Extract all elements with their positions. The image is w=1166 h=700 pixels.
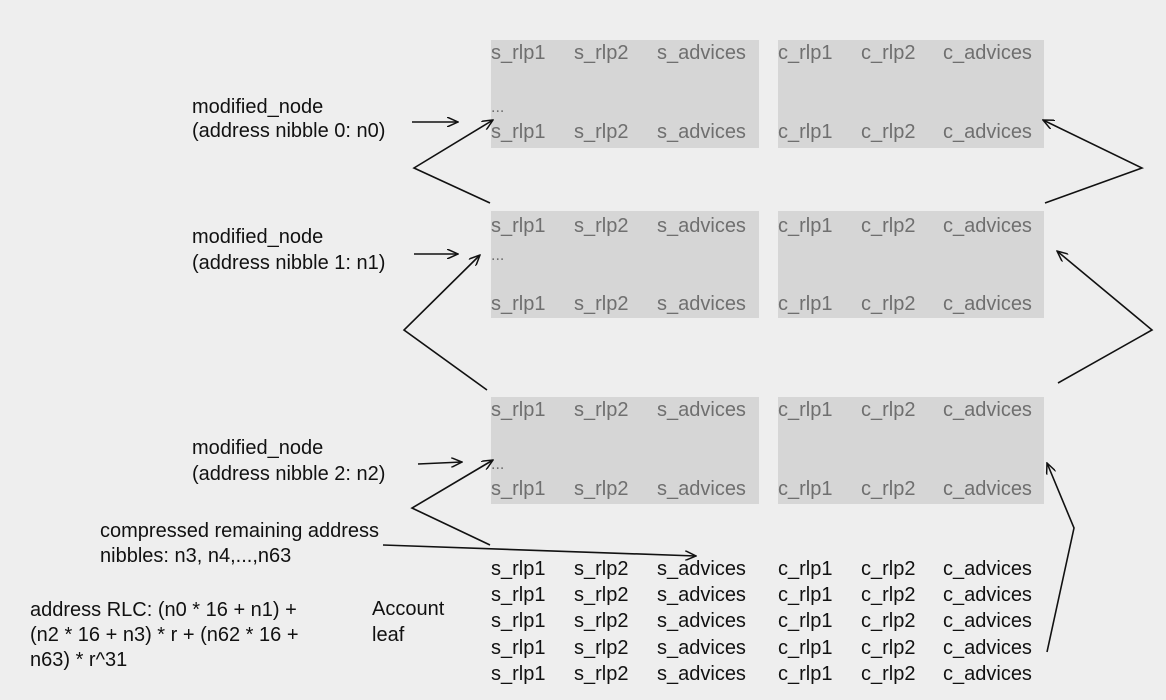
leaf-row-3-cell-s_rlp2: s_rlp2 <box>574 637 629 659</box>
node-1-row-0-cell-s_rlp2: s_rlp2 <box>574 215 629 237</box>
leaf-row-0-cell-c_rlp2: c_rlp2 <box>861 558 916 580</box>
node-1-row-0-cell-c_advices: c_advices <box>943 215 1032 237</box>
node-2-s-box <box>491 397 759 504</box>
node-0-s-box <box>491 40 759 148</box>
node-0-row-1-cell-c_rlp1: c_rlp1 <box>778 121 833 143</box>
node-1-row-1-cell-c_rlp1: c_rlp1 <box>778 293 833 315</box>
leaf-row-1-cell-s_rlp2: s_rlp2 <box>574 584 629 606</box>
arrow-compressed-to-leaf <box>382 544 696 556</box>
leaf-row-3-cell-s_rlp1: s_rlp1 <box>491 637 546 659</box>
arrow-node2-to-row <box>417 462 462 464</box>
node-1-row-1-cell-c_rlp2: c_rlp2 <box>861 293 916 315</box>
node-2-row-0-cell-c_rlp2: c_rlp2 <box>861 399 916 421</box>
leaf-row-3-cell-c_rlp1: c_rlp1 <box>778 637 833 659</box>
address-rlc-line3: n63) * r^31 <box>30 649 128 671</box>
node-0-row-1-cell-c_advices: c_advices <box>943 121 1032 143</box>
leaf-row-0-cell-s_rlp2: s_rlp2 <box>574 558 629 580</box>
leaf-row-4-cell-s_rlp1: s_rlp1 <box>491 663 546 685</box>
node-1-row-1-cell-s_rlp1: s_rlp1 <box>491 293 546 315</box>
leaf-row-3-cell-s_advices: s_advices <box>657 637 746 659</box>
leaf-row-1-cell-c_rlp1: c_rlp1 <box>778 584 833 606</box>
address-rlc-line2: (n2 * 16 + n3) * r + (n62 * 16 + <box>30 624 299 646</box>
node-1-row-0-cell-s_advices: s_advices <box>657 215 746 237</box>
leaf-row-2-cell-c_advices: c_advices <box>943 610 1032 632</box>
leaf-row-0-cell-c_rlp1: c_rlp1 <box>778 558 833 580</box>
leaf-row-2-cell-s_rlp1: s_rlp1 <box>491 610 546 632</box>
node-2-row-0-cell-c_rlp1: c_rlp1 <box>778 399 833 421</box>
node-0-row-0-cell-s_rlp1: s_rlp1 <box>491 42 546 64</box>
node-1-label-line2: (address nibble 1: n1) <box>192 252 386 274</box>
node-0-row-1-cell-s_rlp2: s_rlp2 <box>574 121 629 143</box>
node-0-row-0-cell-s_rlp2: s_rlp2 <box>574 42 629 64</box>
leaf-row-3-cell-c_rlp2: c_rlp2 <box>861 637 916 659</box>
leaf-row-3-cell-c_advices: c_advices <box>943 637 1032 659</box>
leaf-row-1-cell-c_rlp2: c_rlp2 <box>861 584 916 606</box>
leaf-row-1-cell-c_advices: c_advices <box>943 584 1032 606</box>
compressed-nibbles-line1: compressed remaining address <box>100 520 380 542</box>
node-0-ellipsis: ... <box>491 99 505 116</box>
node-0-row-0-cell-c_rlp2: c_rlp2 <box>861 42 916 64</box>
node-1-row-1-cell-c_advices: c_advices <box>943 293 1032 315</box>
link-s-node1-to-node0 <box>412 120 493 204</box>
node-1-row-0-cell-c_rlp2: c_rlp2 <box>861 215 916 237</box>
leaf-row-0-cell-s_advices: s_advices <box>657 558 746 580</box>
leaf-row-2-cell-s_advices: s_advices <box>657 610 746 632</box>
node-2-row-1-cell-s_rlp1: s_rlp1 <box>491 478 546 500</box>
address-rlc-line1: address RLC: (n0 * 16 + n1) + <box>30 599 297 621</box>
node-0-row-1-cell-s_rlp1: s_rlp1 <box>491 121 546 143</box>
node-1-row-1-cell-s_advices: s_advices <box>657 293 746 315</box>
node-1-s-box <box>491 211 759 318</box>
leaf-row-1-cell-s_advices: s_advices <box>657 584 746 606</box>
node-0-row-0-cell-c_rlp1: c_rlp1 <box>778 42 833 64</box>
node-2-row-1-cell-c_rlp1: c_rlp1 <box>778 478 833 500</box>
account-leaf-label-line1: Account <box>372 598 445 620</box>
node-2-c-box <box>778 397 1044 504</box>
node-2-row-1-cell-s_advices: s_advices <box>657 478 746 500</box>
leaf-row-1-cell-s_rlp1: s_rlp1 <box>491 584 546 606</box>
node-2-row-0-cell-s_rlp1: s_rlp1 <box>491 399 546 421</box>
node-1-row-0-cell-s_rlp1: s_rlp1 <box>491 215 546 237</box>
link-c-node1-to-node0 <box>1043 120 1145 204</box>
link-s-leaf-to-node2 <box>410 460 493 546</box>
link-s-node2-to-node1 <box>402 255 488 391</box>
leaf-row-2-cell-c_rlp1: c_rlp1 <box>778 610 833 632</box>
node-0-row-1-cell-c_rlp2: c_rlp2 <box>861 121 916 143</box>
link-c-node2-to-node1 <box>1057 251 1154 384</box>
leaf-row-0-cell-c_advices: c_advices <box>943 558 1032 580</box>
leaf-row-2-cell-c_rlp2: c_rlp2 <box>861 610 916 632</box>
node-2-row-1-cell-s_rlp2: s_rlp2 <box>574 478 629 500</box>
node-2-row-0-cell-s_advices: s_advices <box>657 399 746 421</box>
node-0-c-box <box>778 40 1044 148</box>
node-2-row-0-cell-s_rlp2: s_rlp2 <box>574 399 629 421</box>
node-2-row-1-cell-c_rlp2: c_rlp2 <box>861 478 916 500</box>
leaf-row-4-cell-s_rlp2: s_rlp2 <box>574 663 629 685</box>
compressed-nibbles-line2: nibbles: n3, n4,...,n63 <box>100 545 292 567</box>
node-1-row-1-cell-s_rlp2: s_rlp2 <box>574 293 629 315</box>
node-2-label-line1: modified_node <box>192 437 324 459</box>
node-2-row-1-cell-c_advices: c_advices <box>943 478 1032 500</box>
leaf-row-4-cell-c_advices: c_advices <box>943 663 1032 685</box>
node-0-row-0-cell-s_advices: s_advices <box>657 42 746 64</box>
leaf-row-2-cell-s_rlp2: s_rlp2 <box>574 610 629 632</box>
node-0-row-1-cell-s_advices: s_advices <box>657 121 746 143</box>
leaf-row-0-cell-s_rlp1: s_rlp1 <box>491 558 546 580</box>
node-0-label-line1: modified_node <box>192 96 324 118</box>
node-1-c-box <box>778 211 1044 318</box>
node-0-label-line2: (address nibble 0: n0) <box>192 120 386 142</box>
leaf-row-4-cell-c_rlp1: c_rlp1 <box>778 663 833 685</box>
node-1-ellipsis: ... <box>491 247 505 264</box>
node-2-row-0-cell-c_advices: c_advices <box>943 399 1032 421</box>
leaf-row-4-cell-c_rlp2: c_rlp2 <box>861 663 916 685</box>
node-0-row-0-cell-c_advices: c_advices <box>943 42 1032 64</box>
node-2-label-line2: (address nibble 2: n2) <box>192 463 386 485</box>
node-1-label-line1: modified_node <box>192 226 324 248</box>
node-1-row-0-cell-c_rlp1: c_rlp1 <box>778 215 833 237</box>
leaf-row-4-cell-s_advices: s_advices <box>657 663 746 685</box>
account-leaf-label-line2: leaf <box>372 624 405 646</box>
link-c-leaf-to-node2 <box>1047 463 1075 653</box>
